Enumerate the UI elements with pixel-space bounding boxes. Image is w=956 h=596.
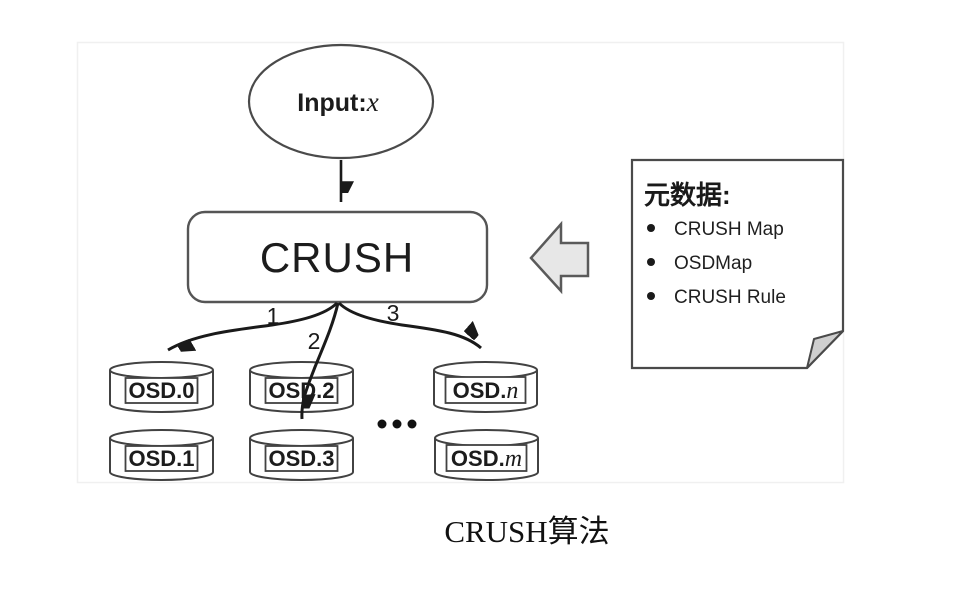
osd-cylinder-0: OSD.0 [109,361,214,413]
osd-cylinder-2: OSD.2 [249,361,354,413]
note-bullets [647,224,655,300]
branch-arrow-3 [337,301,481,350]
osd-label-box [264,445,339,472]
osd-label: OSD.2 [268,378,334,403]
note-item: CRUSH Map [674,219,784,240]
osd-label: OSD.0 [128,378,194,403]
note-item: OSDMap [674,253,752,274]
note-item: CRUSH Rule [674,287,786,308]
note-fold-icon [806,330,844,369]
bullet-icon [647,292,655,300]
osd-label-box [264,377,339,404]
osd-label-box [124,377,199,404]
branch-label-3: 3 [387,300,400,326]
figure-caption: CRUSH算法 [444,514,610,549]
osd-cylinder-3: OSD.3 [249,429,354,481]
osd-label: OSD.m [451,446,522,472]
block-arrow-icon [529,220,590,295]
osd-label: OSD.1 [128,446,194,471]
branch-label-1: 1 [267,303,280,329]
osd-label-box [124,445,199,472]
ellipsis-icon [377,419,417,429]
crush-box [186,210,489,304]
crush-label: CRUSH [260,234,414,281]
input-ellipse [247,43,435,160]
branch-arrow-1 [167,301,339,350]
osd-cylinder-m: OSD.m [434,429,539,481]
bullet-icon [647,258,655,266]
branch-arrow-2 [300,302,340,420]
input-label: Input:x [297,87,378,117]
branch-label-2: 2 [308,328,321,354]
bullet-icon [647,224,655,232]
osd-label: OSD.n [453,378,519,404]
osd-label-box [445,444,528,472]
osd-label: OSD.3 [268,446,334,471]
osd-label-box [444,376,527,404]
osd-cylinder-n: OSD.n [433,361,538,413]
note-title: 元数据: [644,180,731,210]
metadata-note: 元数据: CRUSH Map OSDMap CRUSH Rule [630,158,845,370]
osd-cylinder-1: OSD.1 [109,429,214,481]
